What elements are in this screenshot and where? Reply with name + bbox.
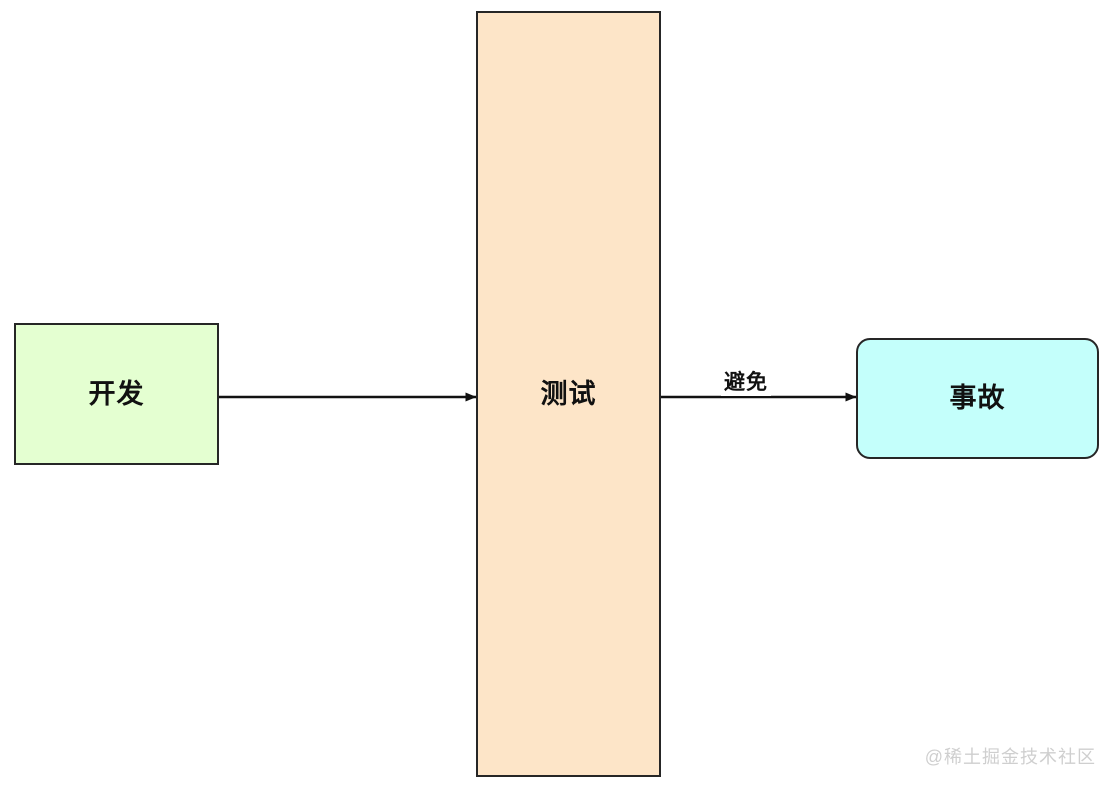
edge-label-avoid: 避免 xyxy=(721,366,771,396)
node-test[interactable]: 测试 xyxy=(476,11,661,777)
node-dev[interactable]: 开发 xyxy=(14,323,219,465)
watermark: @稀土掘金技术社区 xyxy=(924,747,1096,767)
node-incident-label: 事故 xyxy=(949,383,1006,413)
node-incident[interactable]: 事故 xyxy=(856,338,1099,459)
node-test-label: 测试 xyxy=(540,378,597,409)
node-dev-label: 开发 xyxy=(88,378,145,409)
